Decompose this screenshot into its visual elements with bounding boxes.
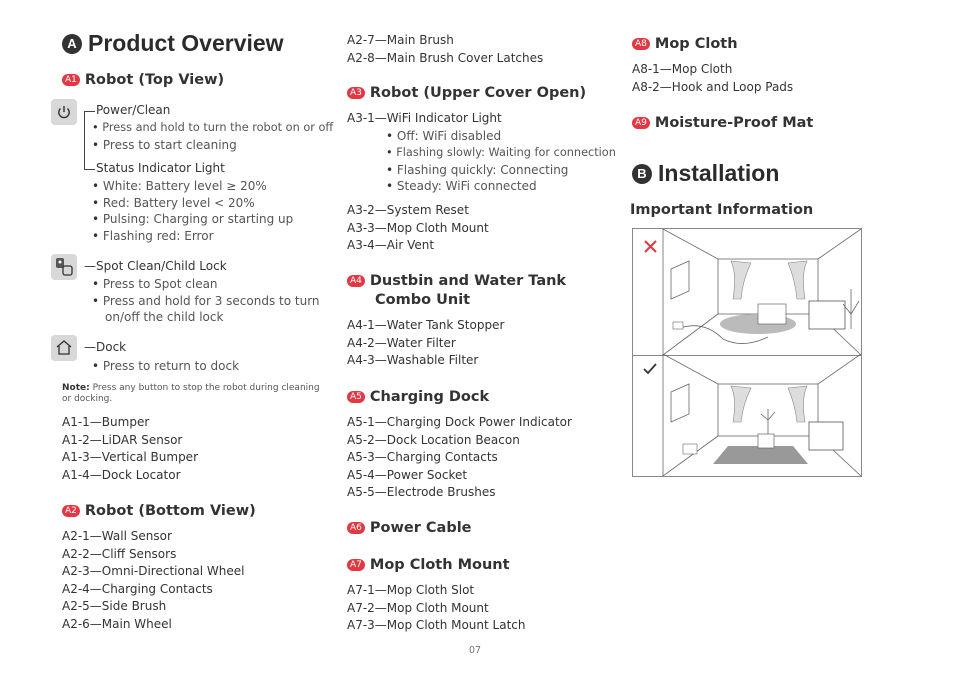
- list-item: A5-1—Charging Dock Power Indicator: [347, 415, 572, 429]
- status-bullet: Red: Battery level < 20%: [92, 195, 255, 212]
- list-item: A3-4—Air Vent: [347, 238, 435, 253]
- list-item: A2-5—Side Brush: [62, 599, 167, 614]
- list-item: A4-3—Washable Filter: [347, 353, 479, 368]
- status-bullet: White: Battery level ≥ 20%: [92, 178, 267, 195]
- power-bullet: Press and hold to turn the robot on or o…: [92, 120, 333, 137]
- list-item: A2-2—Cliff Sensors: [62, 546, 177, 561]
- tag-a4: A4: [347, 275, 365, 287]
- incorrect-placement-illustration: [632, 228, 862, 356]
- power-clean-label: Power/Clean: [96, 103, 171, 117]
- list-item: A3-3—Mop Cloth Mount: [347, 220, 489, 235]
- tag-a8: A8: [632, 38, 650, 50]
- list-item: A7-2—Mop Cloth Mount: [347, 600, 489, 615]
- callout-line: [84, 111, 95, 112]
- wifi-bullet: Steady: WiFi connected: [386, 178, 537, 195]
- tag-a6: A6: [347, 522, 365, 534]
- spot-clean-child-lock-icon: [51, 254, 77, 280]
- heading-a4-line2: Combo Unit: [375, 292, 471, 308]
- list-item: A2-3—Omni-Directional Wheel: [62, 564, 245, 579]
- list-item: A7-3—Mop Cloth Mount Latch: [347, 618, 526, 633]
- list-item: A2-6—Main Wheel: [62, 616, 172, 631]
- a2-continued-list: A2-7—Main Brush A2-8—Main Brush Cover La…: [347, 32, 543, 67]
- list-item: A3-1—WiFi Indicator Light: [347, 111, 502, 125]
- tag-a7: A7: [347, 559, 365, 571]
- spot-bullet: Press and hold for 3 seconds to turn: [92, 293, 320, 310]
- list-item: A4-1—Water Tank Stopper: [347, 318, 505, 332]
- list-item: A2-7—Main Brush: [347, 33, 454, 47]
- callout-bracket: [84, 111, 85, 169]
- list-item: A3-2—System Reset: [347, 203, 469, 217]
- cross-icon: [644, 240, 657, 253]
- section-badge-b: B: [632, 164, 652, 184]
- list-item: A2-1—Wall Sensor: [62, 529, 172, 543]
- dock-button-icon: [51, 335, 77, 361]
- list-item: A1-3—Vertical Bumper: [62, 450, 199, 465]
- note: Note: Press any button to stop the robot…: [62, 383, 320, 404]
- list-item: A5-2—Dock Location Beacon: [347, 432, 520, 447]
- a2-item-list: A2-1—Wall Sensor A2-2—Cliff Sensors A2-3…: [62, 528, 245, 634]
- list-item: A8-2—Hook and Loop Pads: [632, 79, 794, 94]
- list-item: A1-1—Bumper: [62, 415, 150, 429]
- power-button-icon: [51, 99, 77, 125]
- list-item: A5-5—Electrode Brushes: [347, 485, 496, 500]
- list-item: A7-1—Mop Cloth Slot: [347, 583, 475, 597]
- a1-item-list: A1-1—Bumper A1-2—LiDAR Sensor A1-3—Verti…: [62, 414, 198, 484]
- dock-label: —Dock: [84, 340, 127, 354]
- a5-item-list: A5-1—Charging Dock Power Indicator A5-2—…: [347, 414, 572, 502]
- check-icon: [643, 363, 657, 375]
- tag-a3: A3: [347, 87, 365, 99]
- tag-a2: A2: [62, 505, 80, 517]
- correct-placement-illustration: [632, 353, 862, 477]
- callout-line: [84, 169, 95, 170]
- a7-item-list: A7-1—Mop Cloth Slot A7-2—Mop Cloth Mount…: [347, 582, 526, 635]
- power-bullet: Press to start cleaning: [92, 137, 237, 154]
- list-item: A8-1—Mop Cloth: [632, 62, 733, 76]
- important-info-heading: Important Information: [630, 202, 814, 218]
- spot-bullet-continued: on/off the child lock: [105, 310, 224, 324]
- list-item: A4-2—Water Filter: [347, 335, 456, 350]
- spot-clean-label: —Spot Clean/Child Lock: [84, 259, 227, 273]
- list-item: A1-4—Dock Locator: [62, 467, 181, 482]
- wifi-bullet: Flashing slowly: Waiting for connection: [386, 145, 616, 162]
- list-item: A5-4—Power Socket: [347, 467, 468, 482]
- page-number: 07: [469, 645, 482, 656]
- tag-a1: A1: [62, 74, 80, 86]
- tag-a9: A9: [632, 117, 650, 129]
- status-bullet: Flashing red: Error: [92, 228, 214, 245]
- a8-item-list: A8-1—Mop Cloth A8-2—Hook and Loop Pads: [632, 61, 793, 96]
- spot-bullet: Press to Spot clean: [92, 276, 218, 293]
- a4-item-list: A4-1—Water Tank Stopper A4-2—Water Filte…: [347, 317, 504, 370]
- status-bullet: Pulsing: Charging or starting up: [92, 211, 293, 228]
- wifi-bullet: Flashing quickly: Connecting: [386, 162, 569, 179]
- list-item: A1-2—LiDAR Sensor: [62, 432, 183, 447]
- dock-bullet: Press to return to dock: [92, 358, 239, 375]
- a3-item-list: A3-2—System Reset A3-3—Mop Cloth Mount A…: [347, 202, 489, 255]
- status-light-label: Status Indicator Light: [96, 161, 225, 175]
- wifi-bullet: Off: WiFi disabled: [386, 128, 501, 145]
- section-badge-a: A: [62, 34, 82, 54]
- list-item: A2-4—Charging Contacts: [62, 581, 213, 596]
- list-item: A2-8—Main Brush Cover Latches: [347, 50, 544, 65]
- tag-a5: A5: [347, 391, 365, 403]
- list-item: A5-3—Charging Contacts: [347, 450, 498, 465]
